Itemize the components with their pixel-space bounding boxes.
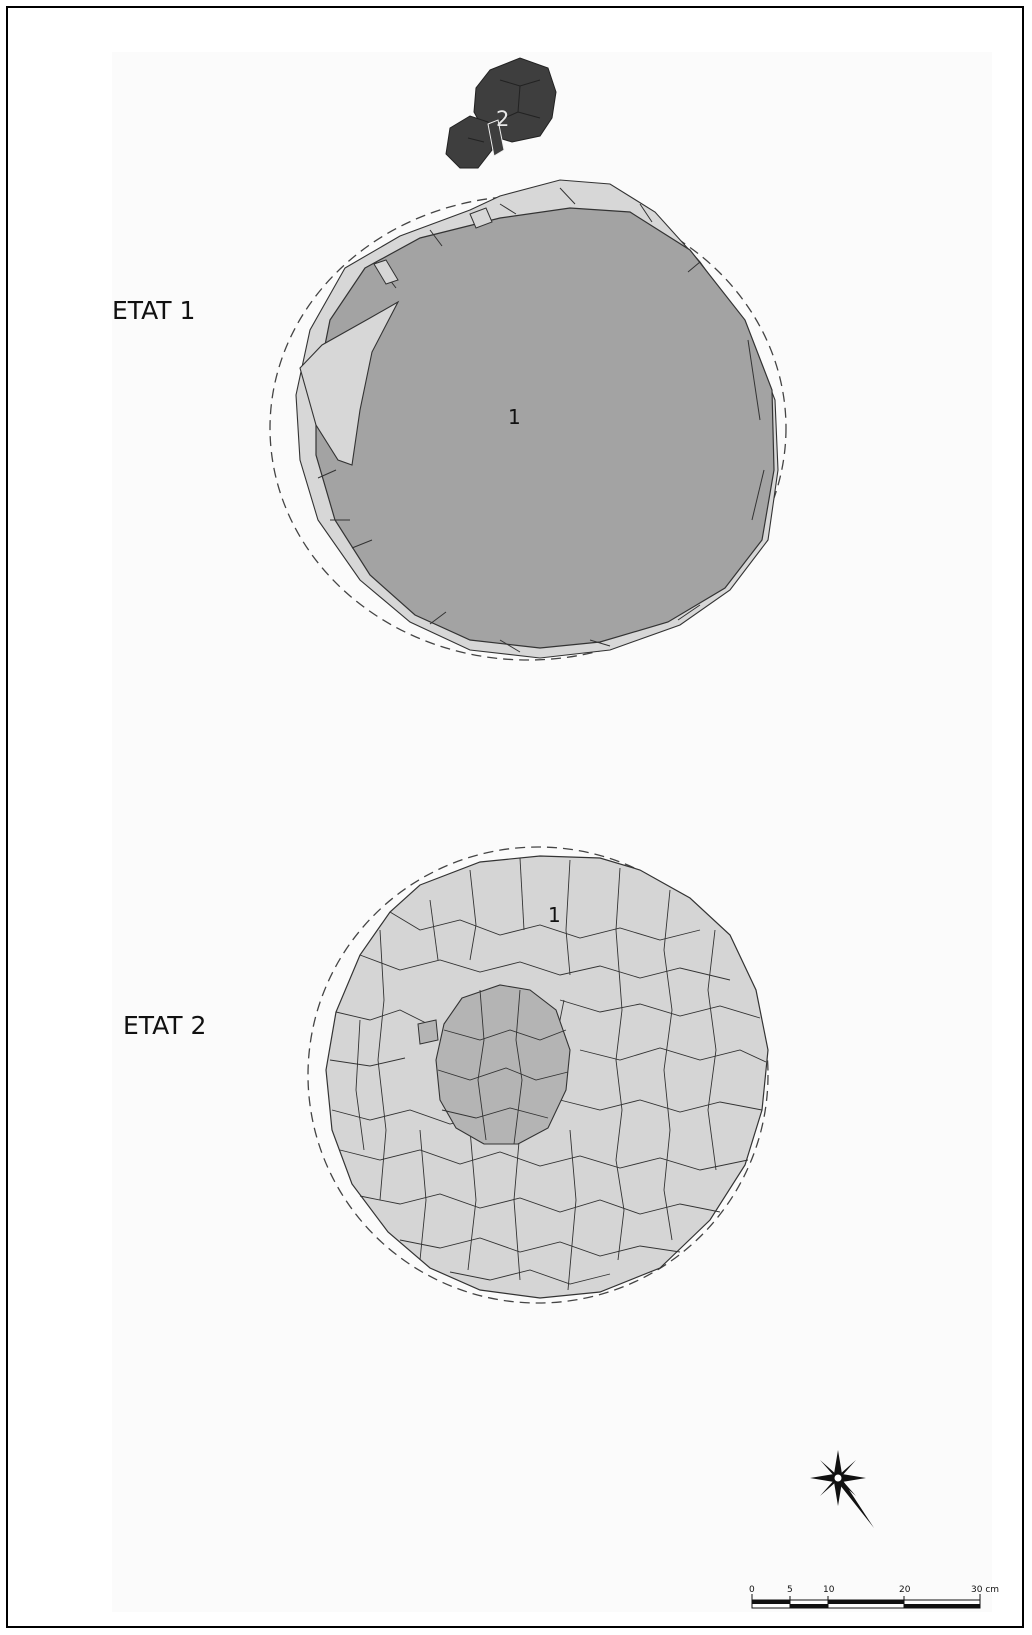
state2-label: ETAT 2 (123, 1011, 207, 1040)
state2-inner-pit (435, 984, 571, 1145)
state1-stone-label-2: 2 (496, 107, 509, 131)
state1-stone-label-1: 1 (508, 405, 521, 429)
state1-small-stone-a (469, 207, 493, 229)
scale-tick-10: 10 (823, 1585, 835, 1595)
state2-stone-joints (329, 857, 767, 1291)
scale-tick-20: 20 (899, 1585, 911, 1595)
state1-drawing: 1 2 (269, 57, 787, 661)
state2-drawing: 1 (307, 846, 769, 1304)
state1-slab (315, 207, 775, 649)
north-arrow-icon (810, 1450, 874, 1528)
state2-pit-joints (437, 989, 569, 1145)
state2-dashed-outline (307, 846, 769, 1304)
state1-label: ETAT 1 (112, 296, 196, 325)
state1-left-stone (299, 300, 400, 466)
state1-stone-cluster-2 (445, 57, 557, 169)
scale-tick-30: 30 cm (971, 1585, 999, 1595)
scale-tick-0: 0 (749, 1585, 755, 1595)
state1-small-stone-b (373, 259, 399, 285)
state2-stone-label-1: 1 (548, 903, 561, 927)
scale-tick-5: 5 (787, 1585, 793, 1595)
state2-small-dark-stone (417, 1019, 439, 1045)
scale-bar: 0 5 10 20 30 cm (749, 1585, 999, 1609)
